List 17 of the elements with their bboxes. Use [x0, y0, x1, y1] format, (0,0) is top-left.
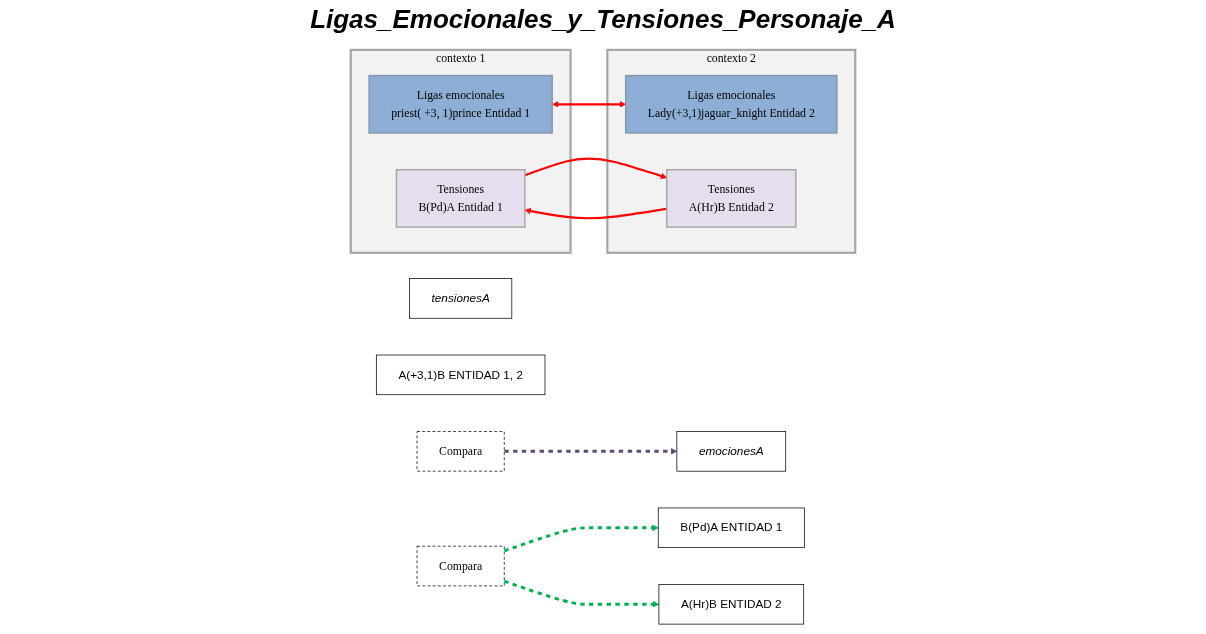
node-box: Tensiones A(Hr)B Entidad 2 [666, 169, 797, 228]
node-box: Compara [416, 431, 505, 472]
arrow [552, 101, 626, 108]
node-box: Ligas emocionales Lady(+3,1)jaguar_knight Entidad 2 [624, 74, 838, 134]
diagram-title: Ligas_Emocionales_y_Tensiones_Personaje_A [309, 4, 897, 35]
arrow [503, 579, 660, 608]
node-box: emocionesA [676, 431, 787, 472]
node-box: B(Pd)A ENTIDAD 1 [657, 507, 805, 548]
arrow [503, 524, 659, 553]
node-box: A(+3,1)B ENTIDAD 1, 2 [375, 354, 546, 396]
node-box: tensionesA [409, 278, 513, 319]
arrow [524, 207, 667, 220]
node-box: A(Hr)B ENTIDAD 2 [658, 584, 805, 625]
node-box: Tensiones B(Pd)A Entidad 1 [395, 169, 526, 228]
arrow [504, 448, 678, 455]
node-box: Compara [416, 545, 505, 587]
node-box: Ligas emocionales priest( +3, 1)prince Entidad 1 [368, 74, 553, 134]
